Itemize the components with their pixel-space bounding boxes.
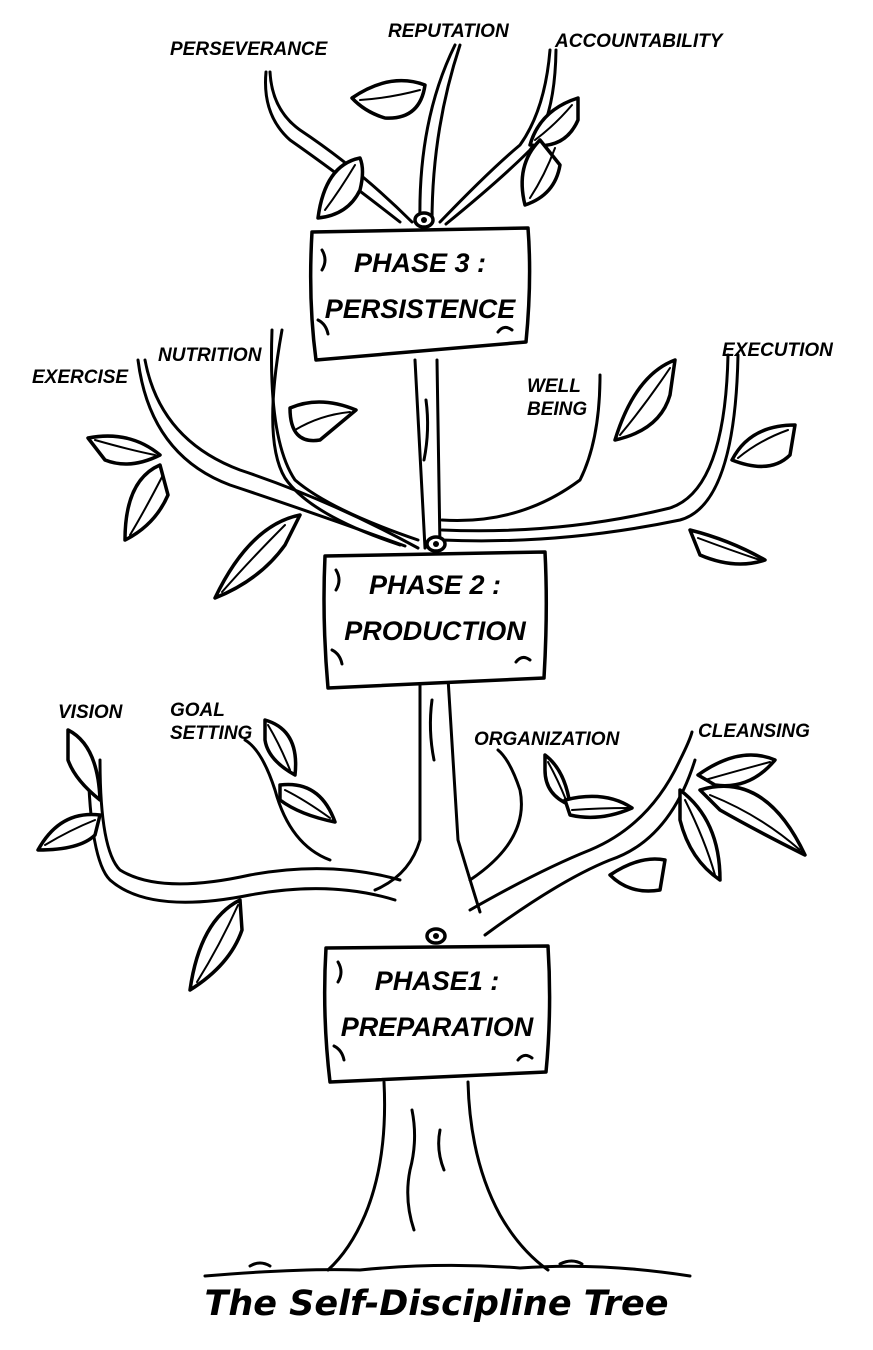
leaf <box>698 784 807 857</box>
label-cleansing: CLEANSING <box>698 721 810 742</box>
label-accountability: ACCOUNTABILITY <box>555 31 723 52</box>
phase1-name: PREPARATION <box>340 1012 534 1042</box>
ground-line <box>203 1259 692 1278</box>
leaf <box>288 400 358 443</box>
label-execution: EXECUTION <box>722 340 833 361</box>
phase2-sign: PHASE 2 : PRODUCTION <box>325 562 545 654</box>
leaf <box>123 463 170 542</box>
label-perseverance: PERSEVERANCE <box>170 39 328 60</box>
sign-boards <box>308 226 552 1084</box>
phase2-board <box>322 550 549 690</box>
label-vision: VISION <box>58 702 123 723</box>
label-goal-setting-line1: GOAL <box>170 700 225 721</box>
leaf <box>613 358 677 442</box>
leaf <box>730 423 797 469</box>
label-goal-setting: GOAL SETTING <box>170 699 252 745</box>
phase3-board <box>308 226 532 362</box>
leaf <box>66 728 102 802</box>
lower-branches <box>86 730 697 937</box>
leaves <box>36 78 807 992</box>
phase3-name: PERSISTENCE <box>324 294 516 324</box>
phase1-board <box>322 944 552 1084</box>
phase1-sign: PHASE1 : PREPARATION <box>326 958 548 1050</box>
leaf <box>563 794 634 820</box>
tree-trunk <box>326 358 550 1272</box>
phase2-name: PRODUCTION <box>344 616 526 646</box>
leaf <box>520 138 562 207</box>
phase3-sign: PHASE 3 : PERSISTENCE <box>312 240 528 332</box>
phase3-title: PHASE 3 : <box>353 248 487 278</box>
label-exercise: EXERCISE <box>32 367 129 388</box>
leaf <box>608 857 667 893</box>
label-well-being: WELL BEING <box>527 375 587 421</box>
label-reputation: REPUTATION <box>388 21 509 42</box>
phase2-title: PHASE 2 : <box>368 570 502 600</box>
phase1-title: PHASE1 : <box>374 966 500 996</box>
knots <box>413 211 447 945</box>
label-well-being-line2: BEING <box>527 399 588 420</box>
label-goal-setting-line2: SETTING <box>170 723 253 744</box>
diagram-title: The Self-Discipline Tree <box>204 1284 669 1324</box>
upper-branches <box>264 43 558 226</box>
leaf <box>350 78 427 120</box>
label-well-being-line1: WELL <box>527 376 581 397</box>
middle-branches <box>136 328 740 550</box>
label-nutrition: NUTRITION <box>158 345 262 366</box>
label-organization: ORGANIZATION <box>474 729 620 750</box>
